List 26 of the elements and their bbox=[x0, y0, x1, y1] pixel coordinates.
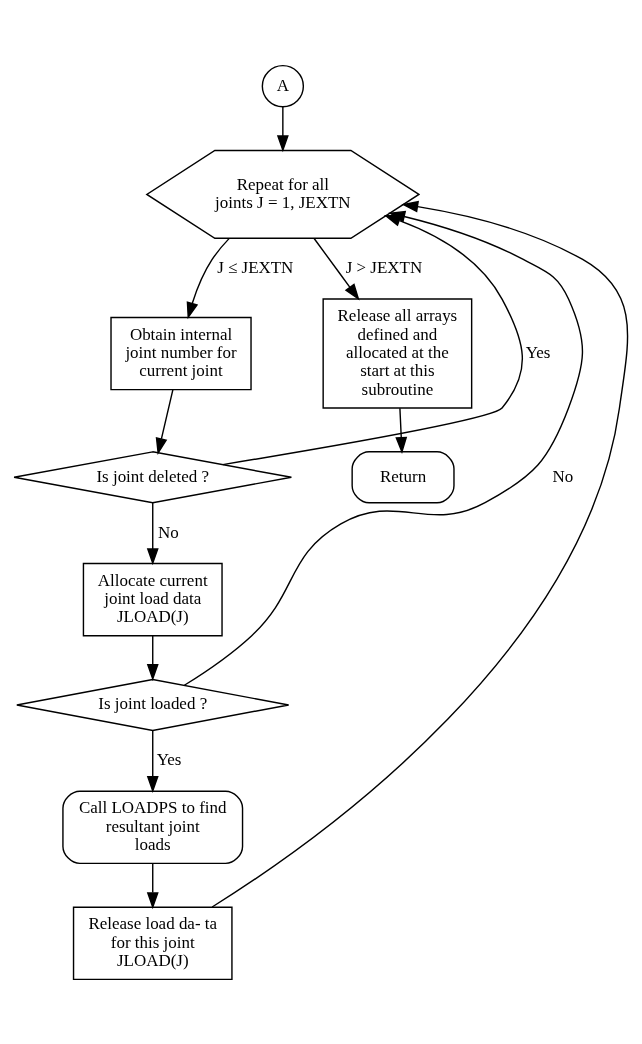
edge-label: J ≤ JEXTN bbox=[217, 257, 294, 277]
arrow bbox=[276, 105, 289, 152]
arrow bbox=[395, 407, 408, 454]
arrow bbox=[146, 634, 159, 681]
edge-label: J > JEXTN bbox=[345, 257, 423, 277]
arrow bbox=[155, 388, 174, 455]
node-diamond: Is joint loaded ? bbox=[16, 678, 290, 731]
edge-label: No bbox=[552, 466, 574, 486]
node-box: Allocate current joint load data JLOAD(J) bbox=[82, 562, 223, 636]
arrow bbox=[183, 210, 584, 686]
arrow bbox=[146, 501, 159, 565]
arrow bbox=[146, 862, 159, 909]
edge-label: Yes bbox=[156, 749, 182, 769]
node-box: Obtain internal joint number for current joint bbox=[110, 316, 252, 390]
node-diamond: Is joint deleted ? bbox=[13, 450, 293, 503]
node-circle: A bbox=[261, 64, 305, 107]
node-box: Release all arrays defined and allocated at the start at this subroutine bbox=[322, 297, 473, 409]
node-box: Call LOADPS to find resultant joint loads bbox=[62, 790, 244, 864]
node-box: Return bbox=[351, 450, 455, 503]
arrow bbox=[211, 200, 629, 908]
edge-label: No bbox=[157, 522, 179, 542]
node-box: Release load da- ta for this joint JLOAD(J) bbox=[72, 906, 233, 980]
arrow bbox=[313, 237, 360, 301]
edge-label: Yes bbox=[525, 342, 551, 362]
arrow bbox=[146, 729, 159, 793]
arrow bbox=[186, 237, 230, 319]
